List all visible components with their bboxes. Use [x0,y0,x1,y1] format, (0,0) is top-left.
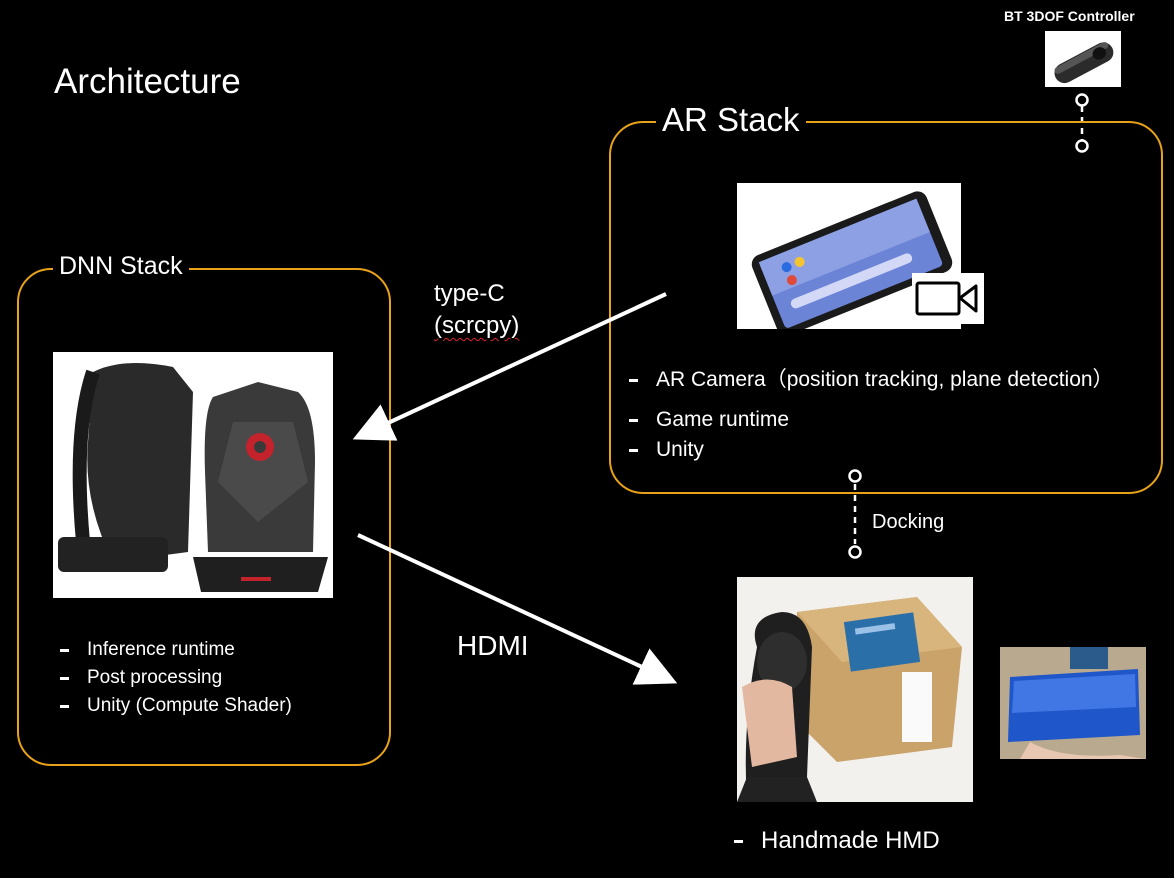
dnn-stack-item: Post processing [57,664,292,692]
slide-title: Architecture [54,62,241,101]
display-panel-image [1000,647,1146,759]
typec-label: type-C (scrcpy) [434,278,519,342]
typec-label-line2: (scrcpy) [434,312,520,339]
dnn-stack-box [17,268,391,766]
hmd-image [737,577,973,802]
ar-stack-item: Unity [626,435,1114,465]
dnn-stack-label: DNN Stack [53,252,189,281]
controller-image [1045,31,1121,87]
ar-stack-box [609,121,1163,494]
backpack-pc-image [53,352,333,598]
ar-stack-label: AR Stack [656,101,806,139]
hdmi-label: HDMI [457,630,529,661]
controller-label: BT 3DOF Controller [1004,8,1135,24]
ar-stack-item: AR Camera（position tracking, plane detec… [626,365,1114,395]
hmd-list: Handmade HMD [731,825,940,857]
typec-label-line1: type-C [434,280,505,307]
ar-stack-list: AR Camera（position tracking, plane detec… [626,365,1114,465]
hmd-item: Handmade HMD [731,825,940,857]
dnn-stack-list: Inference runtime Post processing Unity … [57,636,292,720]
phone-image [737,183,961,329]
controller-link [1075,93,1089,153]
typec-arrow [352,292,667,441]
docking-link [848,469,862,559]
dnn-stack-item: Unity (Compute Shader) [57,692,292,720]
dnn-stack-item: Inference runtime [57,636,292,664]
hdmi-arrow [357,533,678,685]
docking-label: Docking [872,511,945,533]
video-camera-icon [912,273,984,324]
ar-stack-item: Game runtime [626,405,1114,435]
